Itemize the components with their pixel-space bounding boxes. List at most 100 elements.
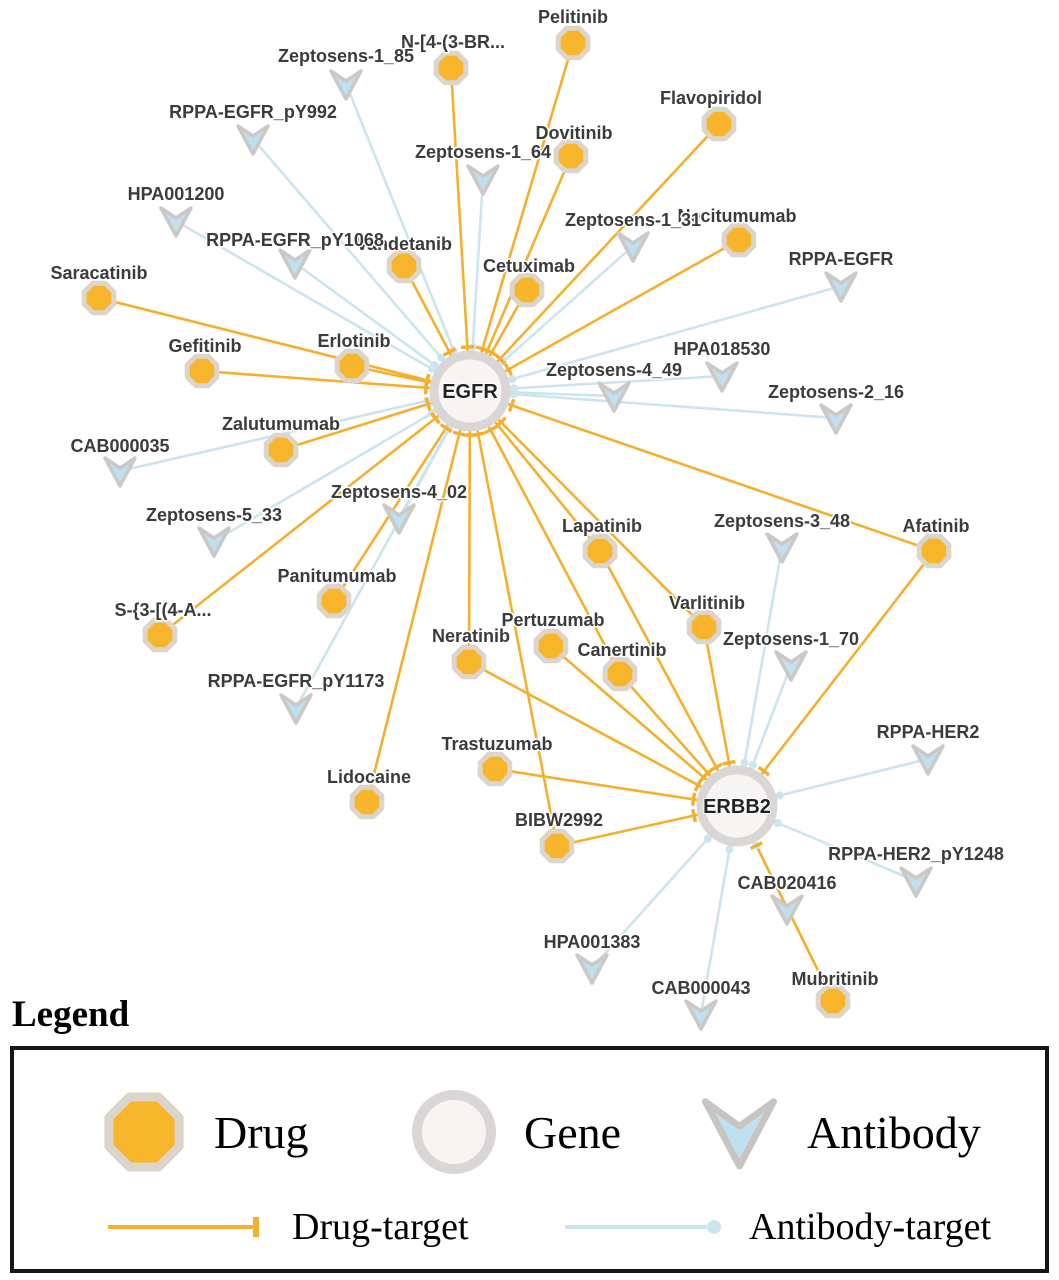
drug-label-pelitinib: Pelitinib <box>538 7 608 27</box>
antibody-label-z1_31: Zeptosens-1_31 <box>565 210 701 230</box>
edge-cap-tee <box>439 422 453 433</box>
edge-cap-tee <box>484 425 498 435</box>
drug-node-neratinib[interactable] <box>451 644 487 680</box>
edge-cap-tee <box>722 759 736 766</box>
legend-item-drug-label: Drug <box>214 1106 309 1158</box>
antibody-node-z1_31[interactable] <box>616 231 650 263</box>
antibody-label-z3_48: Zeptosens-3_48 <box>714 511 850 531</box>
drug-label-dovitinib: Dovitinib <box>536 123 613 143</box>
drug-node-necitumumab[interactable] <box>721 222 757 258</box>
drug-node-pelitinib[interactable] <box>555 25 591 61</box>
drug-node-dovitinib[interactable] <box>553 138 589 174</box>
antibody-node-rppa_her2_py1248[interactable] <box>899 866 933 898</box>
legend-item-antibody-target: Antibody-target <box>559 1205 991 1249</box>
gene-node-egfr[interactable] <box>429 350 511 432</box>
antibody-label-rppa_egfr_py992: RPPA-EGFR_pY992 <box>169 102 337 122</box>
drug-node-trastuzumab[interactable] <box>477 751 513 787</box>
edge-antibody-rppa_egfr_py992-egfr <box>252 138 471 392</box>
edge-drug-bibw2992-egfr <box>468 390 559 847</box>
antibody-label-rppa_egfr_py1173: RPPA-EGFR_pY1173 <box>208 671 385 691</box>
antibody-node-rppa_egfr[interactable] <box>824 271 858 303</box>
edge-cap-tee <box>452 430 467 437</box>
edge-antibody-cab000035-egfr <box>119 389 471 473</box>
legend-item-drug: Drug <box>94 1082 309 1182</box>
drug-node-lapatinib[interactable] <box>582 533 618 569</box>
edge-antibody-z5_33-egfr <box>213 389 471 543</box>
edge-drug-neratinib-egfr <box>467 390 472 663</box>
antibody-node-hpa001200[interactable] <box>159 206 193 238</box>
legend-title: Legend <box>12 994 130 1035</box>
drug-node-varlitinib[interactable] <box>686 609 722 645</box>
drug-node-flavopiridol[interactable] <box>701 106 737 142</box>
antibody-node-z2_16[interactable] <box>819 403 853 435</box>
edge-antibody-hpa001200-egfr <box>175 219 471 393</box>
antibody-label-cab000043: CAB000043 <box>651 978 750 998</box>
antibody-node-z1_70[interactable] <box>774 650 808 682</box>
drug-label-bibw2992: BIBW2992 <box>515 810 603 830</box>
drug-node-lidocaine[interactable] <box>349 784 385 820</box>
gene-icon <box>412 1090 496 1174</box>
antibody-node-rppa_egfr_py1173[interactable] <box>279 693 313 725</box>
edge-drug-afatinib-egfr <box>469 389 935 553</box>
drug-node-n4_3br[interactable] <box>433 50 469 86</box>
drug-node-cetuximab[interactable] <box>509 272 545 308</box>
drug-node-mubritinib[interactable] <box>815 983 851 1019</box>
edge-cap-tee <box>424 397 432 411</box>
drug-node-gefitinib[interactable] <box>184 353 220 389</box>
drug-node-canertinib[interactable] <box>602 656 638 692</box>
antibody-node-rppa_egfr_py1068[interactable] <box>278 248 312 280</box>
edge-cap-tee <box>749 841 764 850</box>
edge-cap-tee <box>757 765 771 777</box>
antibody-label-z1_64: Zeptosens-1_64 <box>415 142 551 162</box>
drug-node-erlotinib[interactable] <box>334 348 370 384</box>
antibody-node-cab000035[interactable] <box>103 456 137 488</box>
antibody-node-rppa_her2[interactable] <box>911 744 945 776</box>
antibody-label-cab020416: CAB020416 <box>737 873 836 893</box>
edge-cap-tee <box>701 767 714 779</box>
antibody-node-z5_33[interactable] <box>197 526 231 558</box>
drug-node-bibw2992[interactable] <box>539 828 575 864</box>
antibody-node-z1_64[interactable] <box>466 164 500 196</box>
gene-label-egfr: EGFR <box>442 381 498 403</box>
edge-drug-n4_3br-egfr <box>449 67 472 392</box>
edge-cap-dot <box>740 758 749 767</box>
edge-antibody-rppa_egfr-egfr <box>469 284 842 393</box>
edge-drug-necitumumab-egfr <box>469 238 740 393</box>
antibody-label-z1_85: Zeptosens-1_85 <box>278 46 414 66</box>
drug-node-s3_4a[interactable] <box>142 617 178 653</box>
drug-label-cetuximab: Cetuximab <box>483 256 575 276</box>
antibody-node-cab000043[interactable] <box>684 999 718 1031</box>
antibody-node-cab020416[interactable] <box>770 894 804 926</box>
drug-label-n4_3br: N-[4-(3-BR... <box>401 32 505 52</box>
drug-node-panitumumab[interactable] <box>316 583 352 619</box>
antibody-icon <box>701 1098 778 1170</box>
edge-cap-dot <box>725 845 734 854</box>
antibody-node-z4_02[interactable] <box>382 503 416 535</box>
antibody-node-hpa001383[interactable] <box>575 953 609 985</box>
legend-item-antibody: Antibody <box>692 1088 981 1176</box>
edge-cap-dot <box>430 361 439 370</box>
drug-node-saracatinib[interactable] <box>81 280 117 316</box>
drug-node-vandetanib[interactable] <box>386 248 422 284</box>
edge-drug-varlitinib-egfr <box>469 390 705 628</box>
antibody-node-z4_49[interactable] <box>597 381 631 413</box>
antibody-node-hpa018530[interactable] <box>705 361 739 393</box>
drug-label-saracatinib: Saracatinib <box>50 263 147 283</box>
legend-item-drug-target-label: Drug-target <box>292 1206 469 1248</box>
drug-label-lapatinib: Lapatinib <box>562 516 642 536</box>
edge-drug-pelitinib-egfr <box>468 42 575 392</box>
drug-label-canertinib: Canertinib <box>577 640 666 660</box>
drug-node-zalutumumab[interactable] <box>263 432 299 468</box>
drug-node-afatinib[interactable] <box>916 533 952 569</box>
antibody-node-z3_48[interactable] <box>765 532 799 564</box>
gene-node-erbb2[interactable] <box>696 765 778 847</box>
antibody-node-z1_85[interactable] <box>329 69 363 101</box>
edge-cap-dot <box>748 760 757 769</box>
drug-node-pertuzumab[interactable] <box>533 628 569 664</box>
antibody-label-z5_33: Zeptosens-5_33 <box>146 505 282 525</box>
edge-drug-neratinib-erbb2 <box>468 660 738 808</box>
edge-cap-tee <box>690 792 697 807</box>
edge-cap-tee <box>495 416 507 429</box>
antibody-node-rppa_egfr_py992[interactable] <box>236 124 270 156</box>
